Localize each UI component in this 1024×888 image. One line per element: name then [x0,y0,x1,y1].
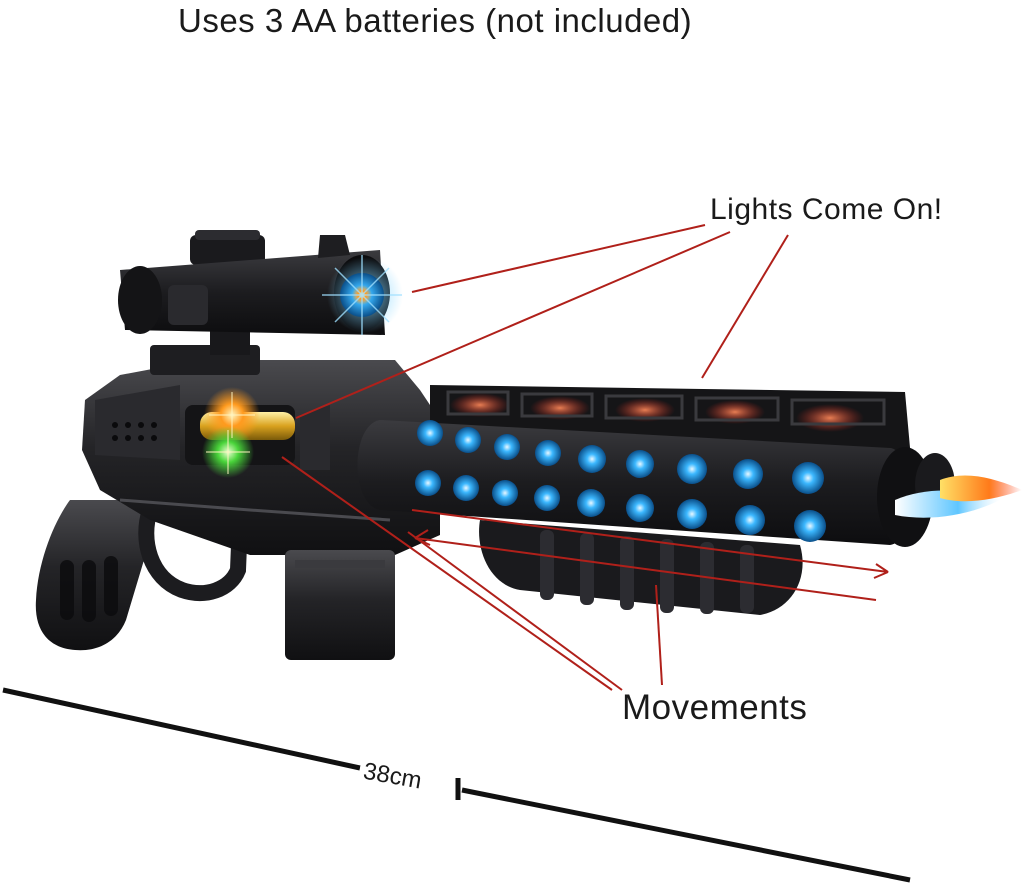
barrel-led-row-top [417,420,824,494]
movements-callout-label: Movements [622,688,808,727]
lights-callout-label: Lights Come On! [710,193,943,226]
dimension-line [2,687,911,883]
battery-note: Uses 3 AA batteries (not included) [178,2,693,39]
barrel-led-row-bottom [415,470,826,542]
led-lights [202,387,826,542]
lights-callout-lines [295,224,789,419]
scope [118,230,403,335]
movements-callout-lines [281,456,889,691]
